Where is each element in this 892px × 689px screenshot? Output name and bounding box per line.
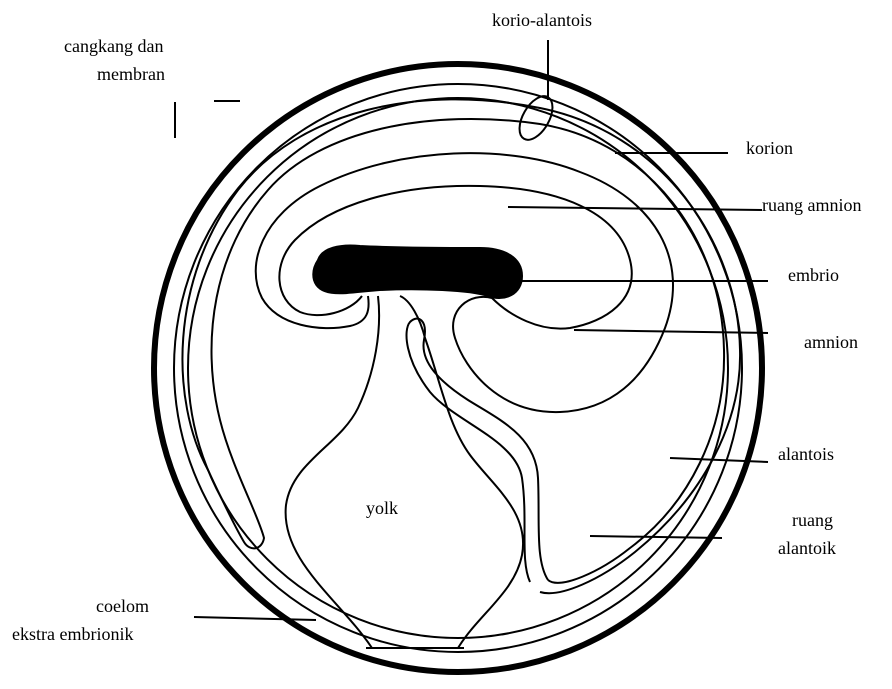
label-coelom-line1: coelom [96, 596, 149, 616]
leader-allantois [670, 458, 768, 462]
label-shell-line1: cangkang dan [64, 36, 163, 56]
chorioallantois-marker [513, 91, 560, 146]
label-allantoic-space-line1: ruang [792, 510, 833, 530]
shell-outline [154, 64, 762, 672]
chorion-inner [188, 98, 728, 638]
label-chorioallantois: korio-alantois [492, 10, 592, 30]
label-allantoic-space-line2: alantoik [778, 538, 836, 558]
leader-amnion-space [508, 207, 762, 210]
embryo-body [313, 246, 522, 298]
label-yolk: yolk [366, 498, 398, 518]
label-coelom-line2: ekstra embrionik [12, 624, 133, 644]
yolk-sac [286, 296, 524, 648]
leader-allantoic-space [590, 536, 722, 538]
label-chorion: korion [746, 138, 793, 158]
label-shell-line2: membran [97, 64, 165, 84]
label-amnion-space: ruang amnion [762, 195, 861, 215]
label-allantois: alantois [778, 444, 834, 464]
chorion-outer [174, 84, 742, 652]
leader-coelom [194, 617, 316, 620]
label-embryo: embrio [788, 265, 839, 285]
allantois-stalk [407, 319, 548, 582]
label-amnion: amnion [804, 332, 858, 352]
